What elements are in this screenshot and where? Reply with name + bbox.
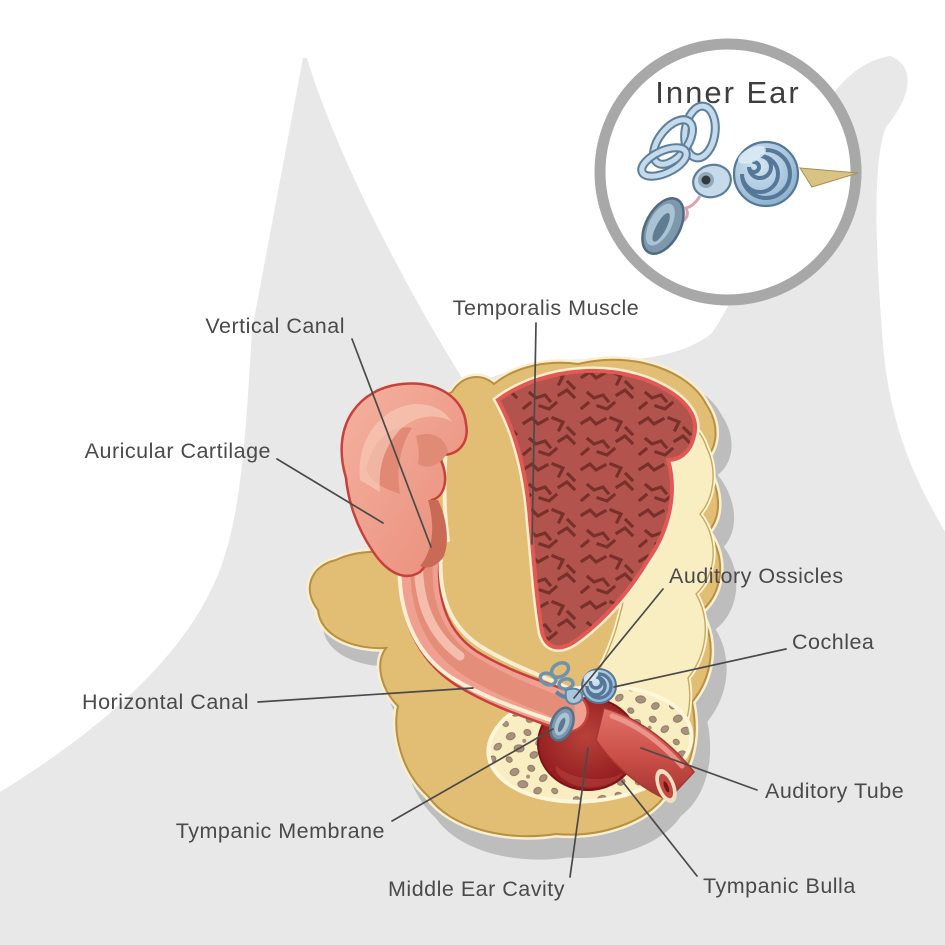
petrous-spongy-bone xyxy=(586,398,713,758)
auricular-cartilage-shape xyxy=(340,382,468,578)
label-auditory-tube: Auditory Tube xyxy=(765,779,904,803)
cavity-shine xyxy=(555,766,624,788)
inset-cochlea xyxy=(732,140,800,208)
inset-vestibule xyxy=(692,163,732,199)
inset-title: Inner Ear xyxy=(655,75,801,110)
label-auricular-cartilage: Auricular Cartilage xyxy=(85,439,271,463)
labels: Vertical Canal Auricular Cartilage Tempo… xyxy=(82,296,904,901)
leader-temporalis-muscle xyxy=(531,322,537,545)
inset-tympanic-membrane xyxy=(641,197,685,255)
label-tympanic-bulla: Tympanic Bulla xyxy=(703,874,856,898)
label-horizontal-canal: Horizontal Canal xyxy=(82,690,249,714)
leader-tympanic-bulla xyxy=(621,780,698,877)
leader-auditory-tube xyxy=(640,747,758,791)
tympanic-membrane-shape xyxy=(549,706,575,742)
leader-lines xyxy=(257,322,787,878)
leader-tympanic-membrane xyxy=(391,728,554,822)
leader-cochlea xyxy=(613,648,787,688)
leader-middle-ear-cavity xyxy=(569,747,589,878)
leader-vertical-canal xyxy=(351,338,432,548)
label-temporalis-muscle: Temporalis Muscle xyxy=(453,296,640,320)
label-middle-ear-cavity: Middle Ear Cavity xyxy=(388,877,565,901)
label-auditory-ossicles: Auditory Ossicles xyxy=(669,564,844,588)
cochlea-shape xyxy=(581,668,617,704)
label-cochlea: Cochlea xyxy=(792,630,874,654)
label-tympanic-membrane: Tympanic Membrane xyxy=(176,819,385,843)
leader-auditory-ossicles xyxy=(573,588,664,699)
inset-connector xyxy=(681,195,702,224)
label-vertical-canal: Vertical Canal xyxy=(205,314,345,338)
inner-ear-inset: Inner Ear xyxy=(594,38,862,306)
temporalis-muscle-shape xyxy=(498,371,695,647)
leader-horizontal-canal xyxy=(257,687,474,703)
inset-semicircular-canals xyxy=(637,101,720,181)
inset-bone-spike xyxy=(799,167,859,188)
leader-auricular-cartilage xyxy=(276,458,384,524)
